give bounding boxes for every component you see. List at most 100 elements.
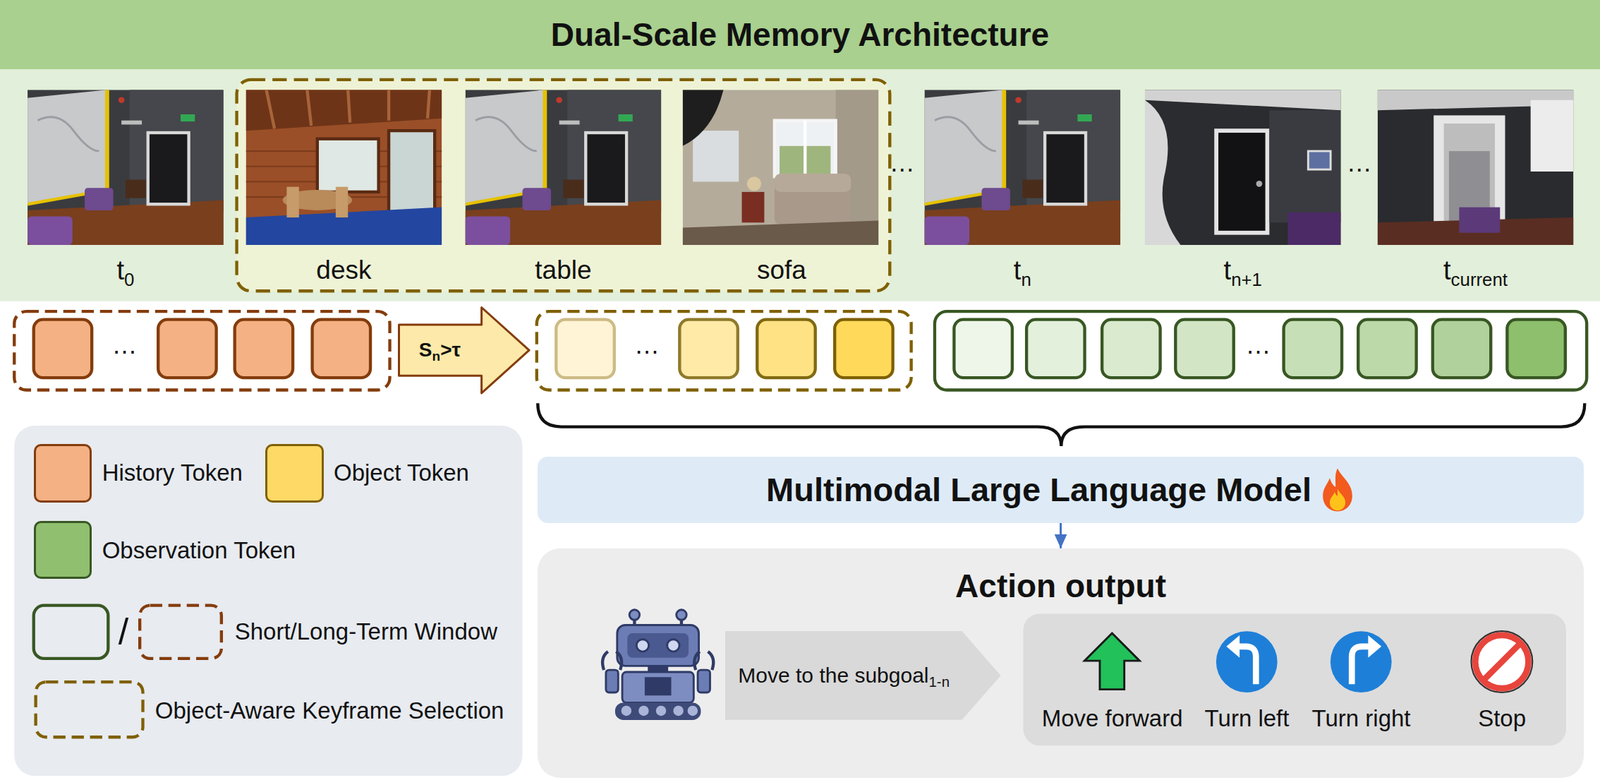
subscript-text: n <box>1020 268 1031 289</box>
time-label-group: tn+1 <box>1223 255 1263 286</box>
legend-panel <box>14 425 523 776</box>
legend-swatch <box>33 520 92 579</box>
model-box: Multimodal Large Language Model <box>537 456 1584 523</box>
action-label: Stop <box>1477 704 1526 731</box>
frame-images <box>27 89 1574 245</box>
subgoal-arrow-text-area: Move to the subgoal1-n <box>725 630 963 720</box>
robot-icon-part <box>687 704 698 715</box>
time-label: t <box>1223 255 1232 286</box>
stop-icon-part <box>1475 634 1529 688</box>
frame-images-part <box>246 89 443 245</box>
history-window-part <box>312 319 371 378</box>
time-label: t <box>1013 255 1022 286</box>
legend-panel-part <box>33 605 109 659</box>
subscript-text: n+1 <box>1231 268 1263 289</box>
threshold-arrow-outline <box>397 306 531 394</box>
turn-left-icon-part <box>1216 630 1278 693</box>
action-label-group: Turn left <box>1204 704 1290 732</box>
frame-images-part <box>682 89 880 245</box>
robot-icon-part <box>621 704 632 715</box>
history-window-part <box>234 319 293 378</box>
node-text: S <box>419 338 433 361</box>
ellipsis: … <box>889 148 915 178</box>
frame-images-part <box>924 89 1121 245</box>
action-tray-part <box>1023 613 1567 745</box>
object-label-group: sofa <box>756 255 807 286</box>
subscript-text: current <box>1451 268 1508 289</box>
ellipsis-group: … <box>1245 330 1271 360</box>
observation-window-part <box>1358 319 1416 378</box>
title-bar-part <box>0 0 1600 70</box>
legend-swatch <box>33 443 92 502</box>
object-window-part <box>555 319 614 378</box>
action-panel: Action outputMove to the subgoal1-n <box>537 548 1584 778</box>
observation-window-part <box>1026 319 1085 378</box>
history-window-part <box>14 311 390 390</box>
observation-window-part <box>1506 319 1565 378</box>
node-text: Move to the subgoal <box>737 663 929 687</box>
ellipsis: … <box>111 330 137 360</box>
object-label: table <box>534 255 592 285</box>
observation-window <box>934 311 1587 390</box>
robot-icon-part <box>622 671 694 702</box>
separator-slash-group: / <box>118 610 129 653</box>
object-label: desk <box>316 255 372 285</box>
action-label-group: Stop <box>1477 704 1526 732</box>
robot-icon-part <box>676 609 687 620</box>
robot-icon-part <box>629 609 640 620</box>
turn-right-icon-part <box>1330 630 1392 693</box>
robot-icon-part <box>615 701 701 720</box>
frame-images-part <box>27 89 224 245</box>
object-window-part <box>679 319 738 378</box>
history-window <box>14 311 390 390</box>
action-panel-text-area: Action output <box>537 548 1584 778</box>
action-label-group: Move forward <box>1041 704 1184 732</box>
robot-icon-part <box>667 638 680 651</box>
robot-icon-part <box>637 638 650 651</box>
time-label-group: tn <box>1013 255 1032 286</box>
turn-right-icon-part <box>1368 634 1383 658</box>
legend-panel-part <box>139 605 222 659</box>
title-bar-part <box>0 69 1600 301</box>
ellipsis: … <box>1245 330 1271 360</box>
legend-panel-part <box>14 425 523 776</box>
robot-icon-part <box>694 651 714 670</box>
turn-left-icon-part <box>1238 646 1257 685</box>
robot-icon-part <box>644 676 672 695</box>
legend-text: Observation Token <box>102 536 297 564</box>
turn-left-icon <box>1216 630 1278 693</box>
fire-icon-part <box>1329 488 1346 511</box>
history-window-part <box>158 319 216 378</box>
stop-icon-part <box>1471 630 1533 693</box>
subscript-text: n <box>431 348 441 364</box>
ellipsis-group: … <box>111 330 137 360</box>
object-window-part <box>536 311 912 390</box>
node-text: Multimodal Large Language Model <box>766 470 1312 508</box>
object-label-group: desk <box>316 255 372 286</box>
time-label-group: t0 <box>116 255 135 286</box>
legend-text: Short/Long-Term Window <box>234 617 498 645</box>
robot-icon-part <box>697 669 710 693</box>
object-window-part <box>756 319 815 378</box>
observation-window-part <box>1101 319 1160 378</box>
time-label: t <box>1443 255 1452 286</box>
time-label-group: tcurrent <box>1443 255 1508 286</box>
subscript-text: 1-n <box>929 673 950 690</box>
robot-icon-part <box>617 624 700 666</box>
node-text: Action output <box>955 567 1167 604</box>
robot-icon-part <box>602 651 622 670</box>
threshold-arrow-shape <box>399 306 530 393</box>
diagram-title: Dual-Scale Memory Architecture <box>0 0 1600 70</box>
action-label: Move forward <box>1041 704 1184 731</box>
subgoal-arrow-label: Move to the subgoal1-n <box>737 663 950 688</box>
fire-icon-part <box>1322 467 1353 511</box>
object-label-group: table <box>534 255 592 286</box>
ellipsis: … <box>1346 148 1373 178</box>
legend-text: Object-Aware Keyframe Selection <box>155 697 505 724</box>
keyframe-frame <box>237 79 891 291</box>
ellipsis: … <box>634 330 660 360</box>
turn-right-icon <box>1330 630 1392 693</box>
model-box-label: Multimodal Large Language Model <box>766 469 1312 509</box>
turn-left-icon-part <box>1226 634 1241 658</box>
subgoal-arrow-shape <box>725 630 1002 720</box>
